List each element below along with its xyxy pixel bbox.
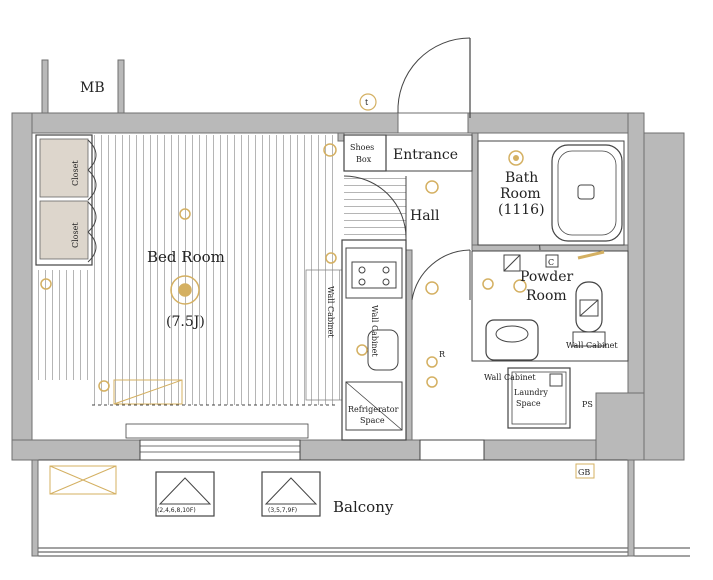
bed-room-floor — [92, 135, 338, 405]
bath-room-size: (1116) — [498, 202, 545, 218]
wall-cabinet-left-label: Wall Cabinet — [326, 286, 335, 338]
shoes-box — [343, 134, 387, 172]
powder-room-label-1: Powder — [520, 269, 574, 285]
wall-cabinet-center-label: Wall Cabinet — [370, 305, 379, 357]
closet-bottom-label: Closet — [71, 222, 80, 248]
gb-label: GB — [578, 468, 590, 477]
mb-label: MB — [80, 80, 105, 96]
hall-label: Hall — [410, 208, 440, 224]
shoes-box-label-1: Shoes — [350, 143, 374, 152]
powder-room-label-2: Room — [526, 288, 567, 304]
c-marker: C — [548, 258, 554, 267]
hall-door — [343, 175, 407, 239]
entrance-door — [397, 37, 471, 134]
t-marker: t — [365, 98, 369, 107]
r-marker: R — [439, 350, 446, 359]
walls — [11, 59, 685, 461]
closet-top-label: Closet — [71, 160, 80, 186]
entrance-label: Entrance — [393, 147, 458, 163]
t-marker-circle — [359, 93, 377, 111]
balcony-label: Balcony — [333, 498, 394, 516]
bath-room-label-2: Room — [500, 186, 541, 202]
closets — [35, 134, 97, 266]
powder-door — [411, 249, 471, 301]
shoes-box-label-2: Box — [356, 155, 372, 164]
light-fixtures — [40, 143, 439, 392]
laundry-label-1: Laundry — [514, 388, 548, 397]
bed-room-label: Bed Room — [147, 248, 225, 266]
hatch-right-label: (3,5,7,9F) — [268, 507, 297, 514]
hall-floor — [344, 176, 406, 242]
wall-cabinet-powder-label: Wall Cabinet — [566, 341, 618, 350]
hatch-left-label: (2,4,6,8,10F) — [157, 507, 196, 514]
bed-room-size: (7.5J) — [166, 314, 205, 330]
kitchen-wall-cabinet — [305, 269, 343, 401]
bath-room-label-1: Bath — [505, 170, 538, 186]
balcony — [31, 459, 690, 557]
balcony-window — [92, 379, 485, 525]
wall-cabinet-laundry-label: Wall Cabinet — [484, 373, 536, 382]
entrance-floor — [385, 134, 473, 172]
powder-room — [425, 250, 629, 362]
bath-room — [477, 140, 625, 246]
laundry-space — [507, 367, 571, 429]
laundry-label-2: Space — [516, 399, 541, 408]
ps-label: PS — [582, 400, 593, 409]
refrigerator-label-2: Space — [360, 416, 385, 425]
refrigerator-label-1: Refrigerator — [348, 405, 399, 414]
kitchen — [341, 239, 407, 441]
